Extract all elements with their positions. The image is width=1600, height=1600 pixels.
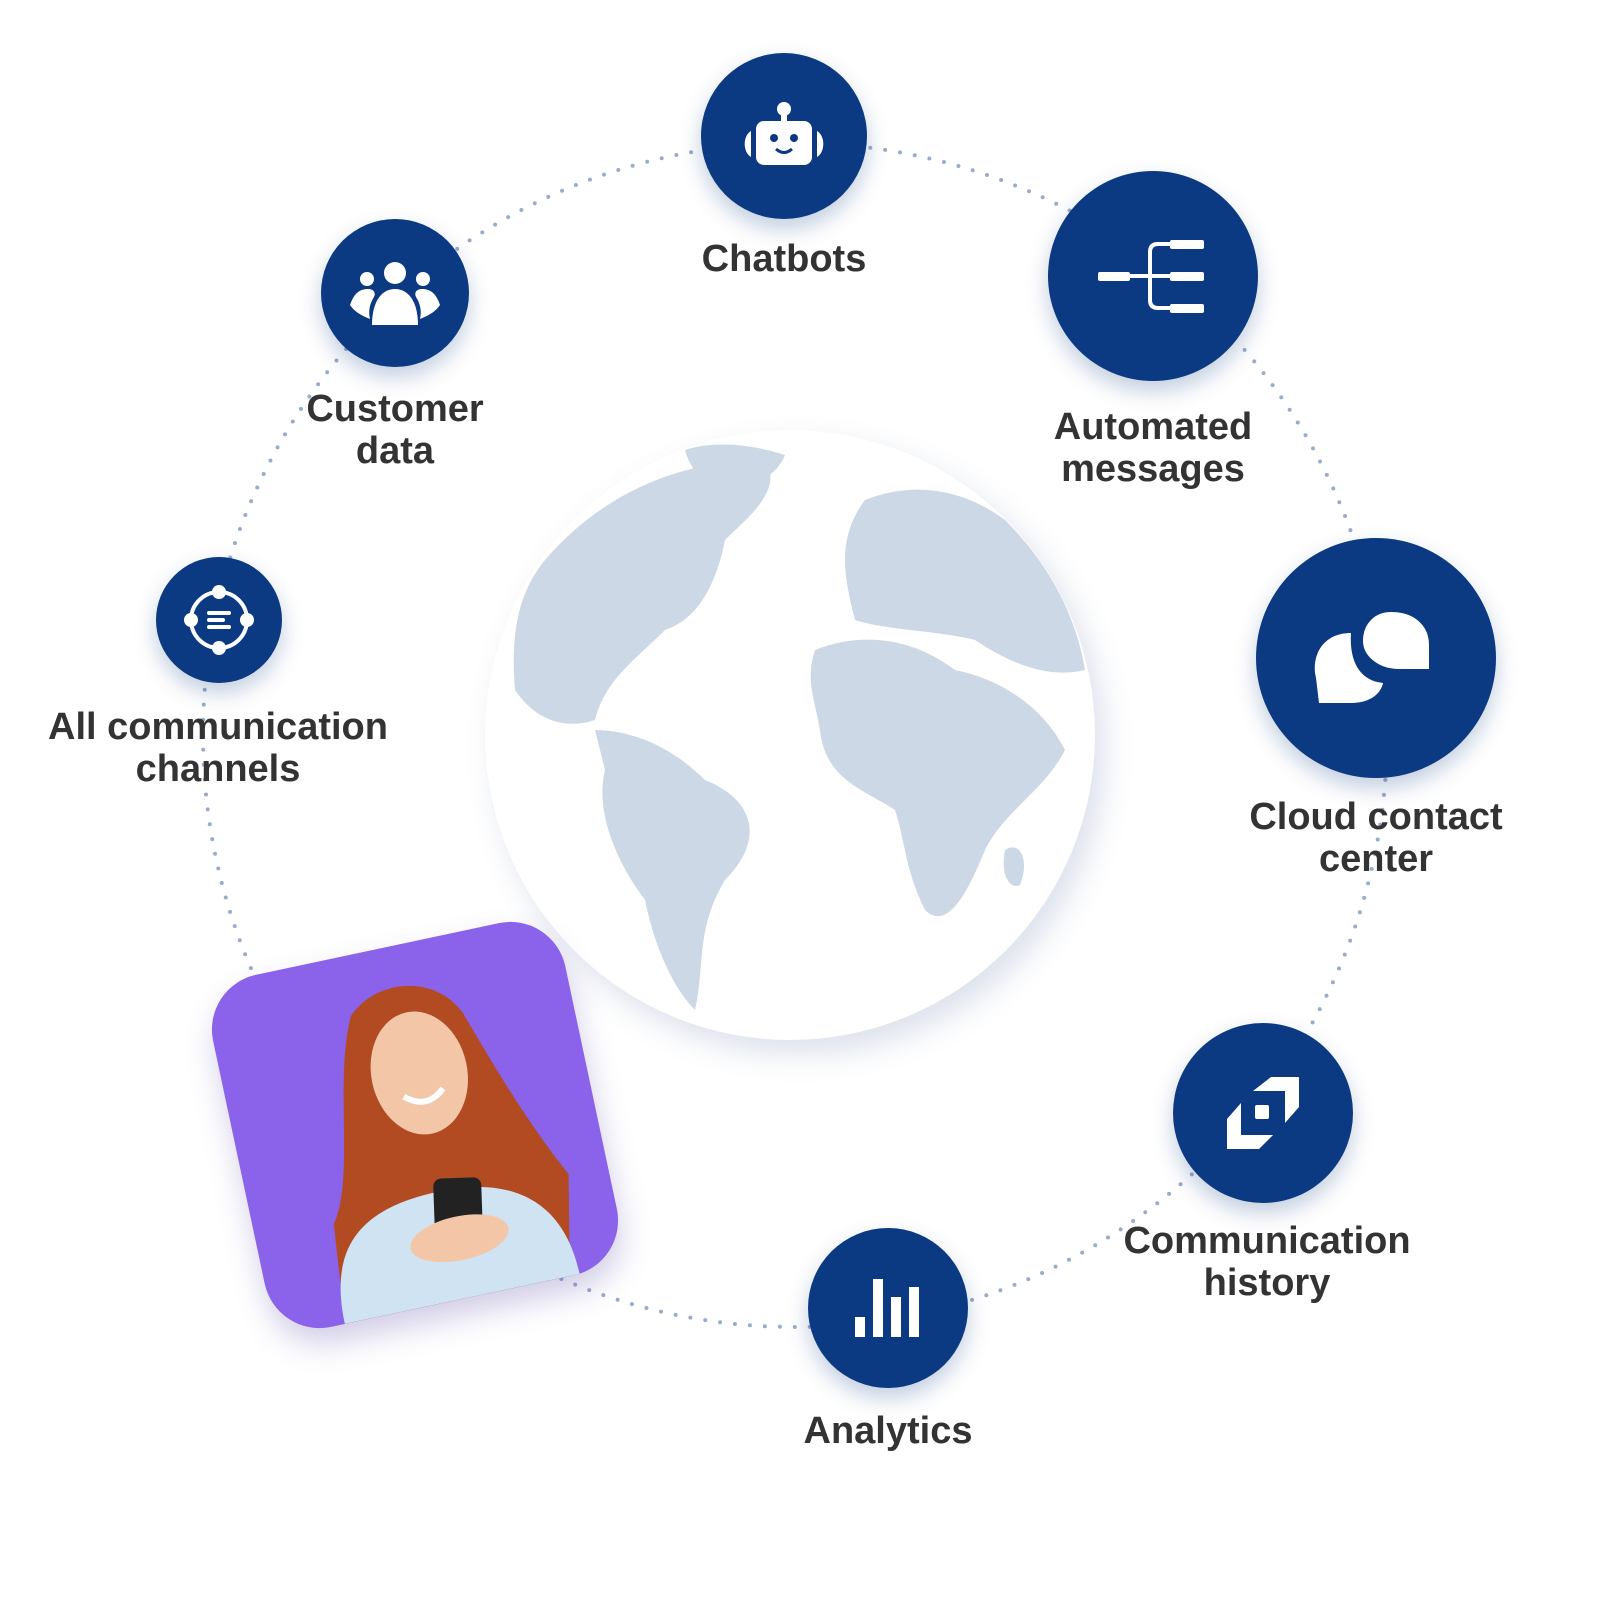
label-line: data — [355, 430, 435, 472]
robot-icon — [744, 102, 824, 165]
world-map — [513, 444, 1085, 1010]
label-line: Automated — [1053, 406, 1253, 448]
woman-with-phone-illustration — [333, 985, 580, 1324]
customer-data-node[interactable] — [321, 219, 469, 367]
communication-history-node[interactable] — [1173, 1023, 1353, 1203]
label-line: Cloud contact — [1249, 796, 1503, 838]
analytics-label: Analytics — [803, 1410, 973, 1452]
label-line: Communication — [1123, 1220, 1411, 1262]
label-line: All communication — [48, 706, 388, 748]
chatbots-node[interactable] — [701, 53, 867, 219]
users-group-icon — [350, 262, 440, 325]
all-communication-channels-node[interactable] — [156, 557, 282, 683]
bar-chart-icon — [855, 1279, 919, 1337]
chat-bubbles-icon — [1314, 603, 1437, 703]
analytics-node[interactable] — [808, 1228, 968, 1388]
label-line: channels — [135, 748, 301, 790]
world-globe — [485, 430, 1095, 1040]
flow-tree-icon — [1098, 240, 1204, 313]
cloud-contact-center-node[interactable] — [1256, 538, 1496, 778]
label-line: Customer — [306, 388, 484, 430]
automated-messages-node[interactable] — [1048, 171, 1258, 381]
channels-hub-icon — [184, 585, 254, 655]
label-line: messages — [1061, 448, 1245, 490]
customer-photo — [201, 911, 629, 1339]
chatbots-label: Chatbots — [701, 238, 867, 280]
arrows-swap-icon — [1227, 1077, 1299, 1149]
label-line: history — [1203, 1262, 1331, 1304]
label-line: center — [1318, 838, 1434, 880]
